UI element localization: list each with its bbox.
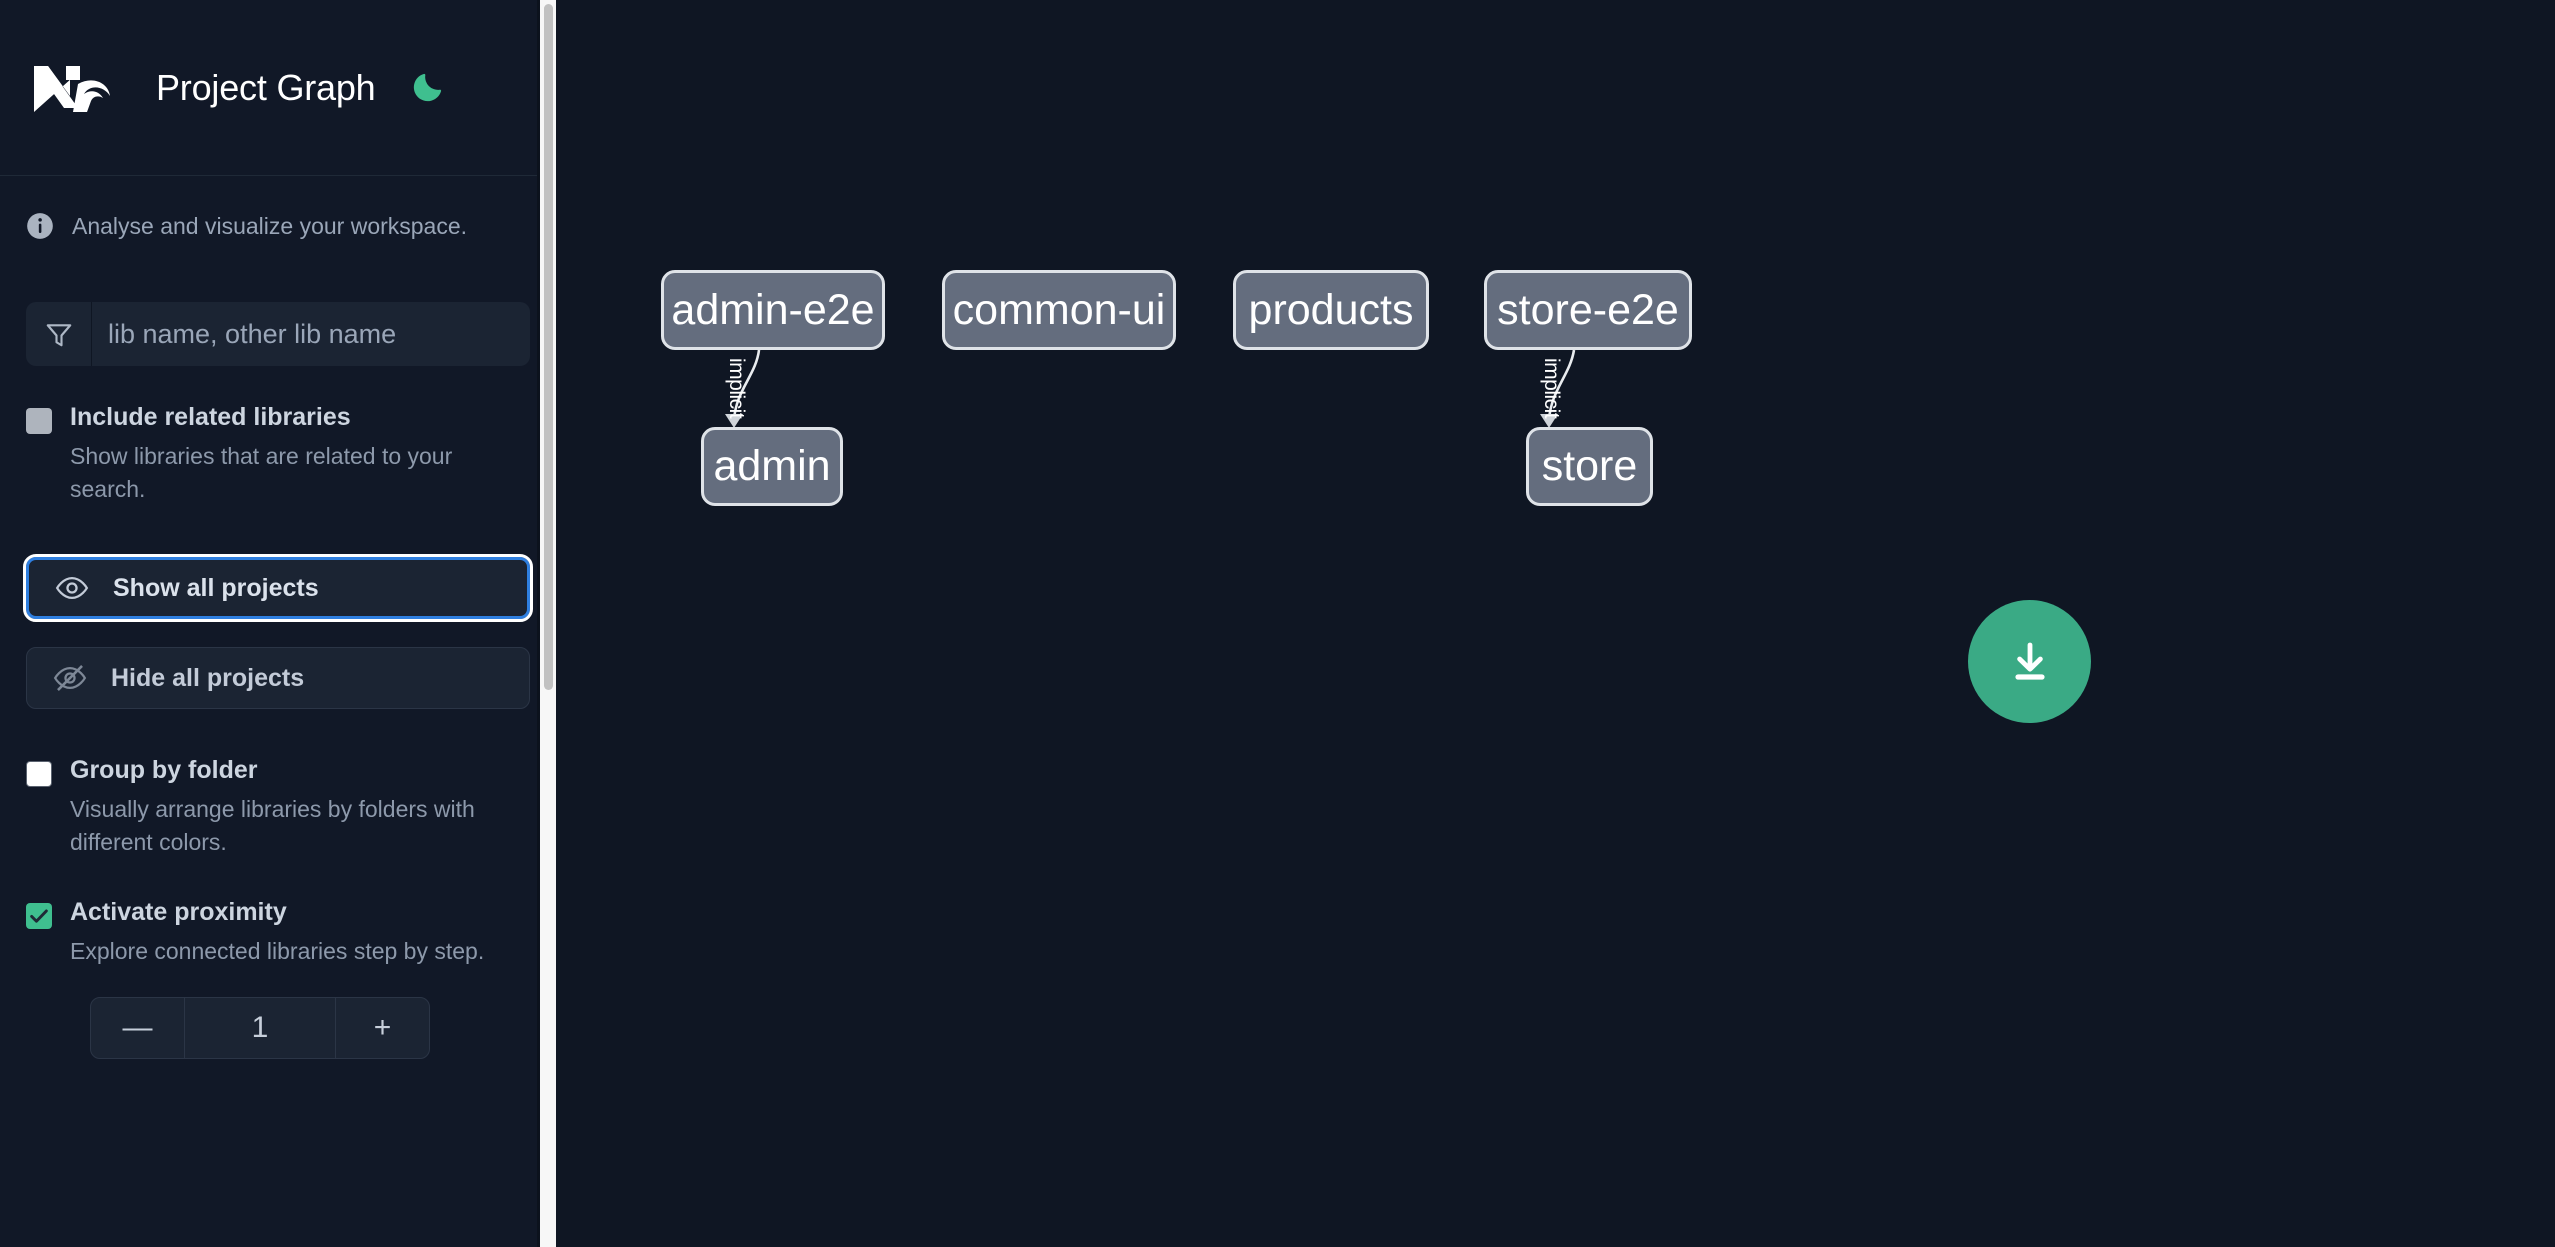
show-all-projects-label: Show all projects [113, 573, 319, 602]
graph-edge-label-admin: implicit [725, 358, 748, 419]
graph-node-label: common-ui [952, 285, 1166, 334]
graph-node-label: store-e2e [1497, 285, 1679, 334]
graph-node-store-e2e[interactable]: store-e2e [1484, 270, 1692, 350]
option-activate-proximity: Activate proximity Explore connected lib… [0, 897, 556, 968]
graph-node-label: admin-e2e [671, 285, 875, 334]
show-all-projects-button[interactable]: Show all projects [23, 554, 533, 623]
option-label: Group by folder [70, 756, 258, 785]
sidebar: Project Graph Analyse and visualize your… [0, 0, 556, 1247]
graph-node-products[interactable]: products [1233, 270, 1429, 350]
graph-canvas[interactable]: admin-e2e common-ui products store-e2e a… [556, 0, 2555, 1247]
graph-edge-label-store: implicit [1540, 358, 1563, 419]
graph-node-label: store [1541, 442, 1638, 490]
option-description: Show libraries that are related to your … [70, 443, 453, 502]
option-row: Group by folder [26, 755, 530, 788]
option-row: Activate proximity [26, 897, 530, 929]
graph-node-admin-e2e[interactable]: admin-e2e [661, 270, 885, 350]
checkbox-include-related-libraries[interactable] [26, 408, 52, 434]
option-include-related-libraries: Include related libraries Show libraries… [0, 402, 556, 505]
graph-edges [725, 349, 1576, 428]
page-title: Project Graph [156, 66, 376, 108]
checkbox-group-by-folder[interactable] [26, 761, 52, 788]
funnel-icon [26, 302, 92, 366]
proximity-decrement-button[interactable]: — [91, 998, 185, 1059]
graph-node-store[interactable]: store [1526, 427, 1653, 506]
workspace-info-text: Analyse and visualize your workspace. [72, 212, 468, 239]
check-icon [30, 909, 48, 923]
sidebar-divider [537, 0, 540, 1247]
eye-off-icon [53, 660, 89, 696]
info-circle-icon [26, 212, 54, 240]
filter-search-box[interactable] [26, 302, 530, 366]
option-row: Include related libraries [26, 402, 530, 434]
hide-all-projects-label: Hide all projects [111, 663, 305, 692]
proximity-increment-button[interactable]: + [335, 998, 429, 1059]
moon-icon[interactable] [406, 67, 448, 109]
sidebar-scrollbar[interactable] [540, 0, 556, 1247]
option-label: Activate proximity [70, 897, 287, 926]
option-description: Visually arrange libraries by folders wi… [70, 796, 475, 855]
eye-icon [55, 570, 91, 606]
option-label: Include related libraries [70, 403, 351, 431]
graph-node-label: admin [713, 442, 831, 490]
graph-node-label: products [1248, 285, 1414, 334]
search-input[interactable] [92, 302, 530, 366]
graph-node-admin[interactable]: admin [701, 427, 843, 506]
proximity-value: 1 [251, 1011, 269, 1045]
option-description: Explore connected libraries step by step… [70, 937, 485, 964]
workspace-info: Analyse and visualize your workspace. [0, 176, 556, 240]
nx-logo-icon [26, 54, 122, 122]
download-graph-button[interactable] [1968, 600, 2091, 723]
sidebar-scrollbar-thumb[interactable] [544, 4, 553, 690]
checkbox-activate-proximity[interactable] [26, 902, 52, 929]
sidebar-header: Project Graph [0, 0, 556, 176]
hide-all-projects-button[interactable]: Hide all projects [26, 647, 530, 710]
proximity-stepper: — 1 + [90, 997, 430, 1060]
download-icon [2014, 642, 2045, 680]
option-group-by-folder: Group by folder Visually arrange librari… [0, 755, 556, 858]
graph-node-common-ui[interactable]: common-ui [942, 270, 1176, 350]
